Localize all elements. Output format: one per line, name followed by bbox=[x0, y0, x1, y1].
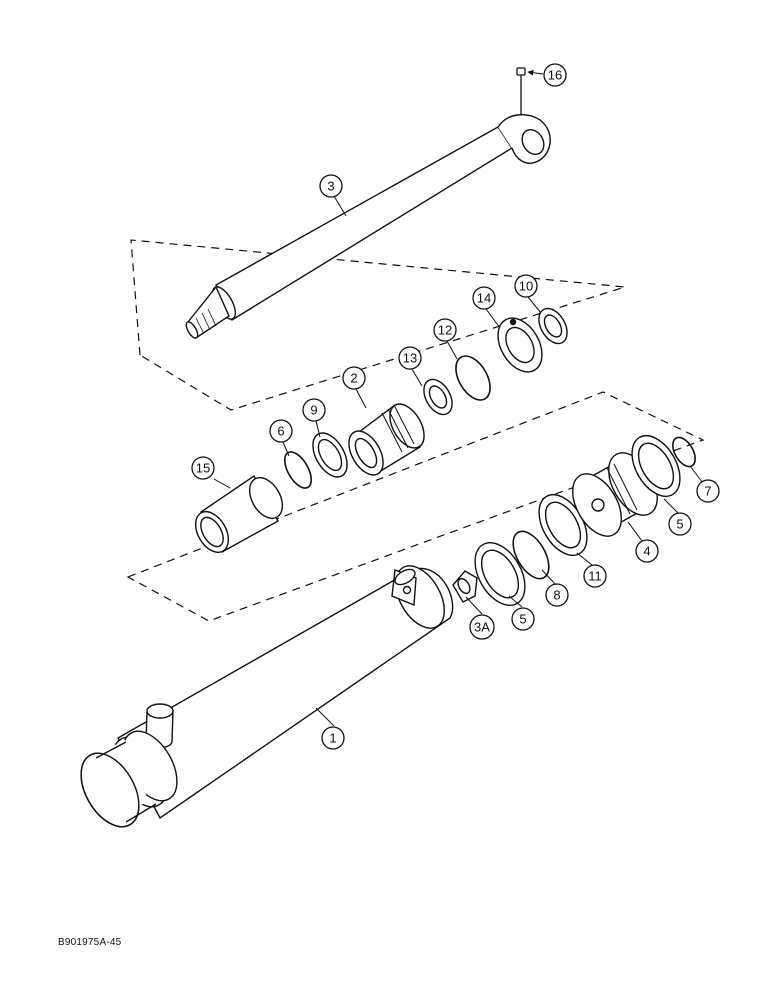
callout-12-label: 12 bbox=[438, 323, 452, 338]
upper-kit-outline bbox=[130, 239, 626, 411]
callout-12: 12 bbox=[433, 318, 457, 342]
cylinder-barrel-part bbox=[80, 565, 454, 828]
gland-part bbox=[348, 403, 425, 476]
callout-16-label: 16 bbox=[548, 68, 562, 83]
backup-ring-5-right-part bbox=[631, 435, 681, 497]
leader-lines bbox=[213, 69, 704, 727]
callout-8-label: 8 bbox=[553, 588, 560, 603]
o-ring-12-part bbox=[455, 355, 491, 401]
callout-15: 15 bbox=[191, 456, 215, 480]
callout-10-label: 10 bbox=[519, 279, 533, 294]
callout-10: 10 bbox=[514, 274, 538, 298]
callout-7: 7 bbox=[696, 479, 720, 503]
callout-14: 14 bbox=[472, 286, 496, 310]
callout-3: 3 bbox=[319, 174, 343, 198]
callout-9-label: 9 bbox=[310, 403, 317, 418]
backup-ring-5-left-part bbox=[474, 542, 526, 606]
callout-8: 8 bbox=[545, 583, 569, 607]
callout-7-label: 7 bbox=[704, 484, 711, 499]
o-ring-6-part bbox=[283, 451, 313, 489]
callout-6-label: 6 bbox=[277, 424, 284, 439]
lock-nut-part bbox=[452, 570, 478, 603]
callout-13: 13 bbox=[398, 346, 422, 370]
o-ring-7-part bbox=[672, 436, 696, 468]
callout-5-right: 5 bbox=[668, 512, 692, 536]
wiper-seal-part bbox=[538, 307, 568, 345]
bushing-tube-part bbox=[194, 474, 284, 553]
callout-3a-label: 3A bbox=[474, 620, 490, 635]
callout-4: 4 bbox=[635, 539, 659, 563]
callout-3a: 3A bbox=[469, 614, 495, 640]
callout-16: 16 bbox=[543, 63, 567, 87]
callout-15-label: 15 bbox=[196, 461, 210, 476]
callout-6: 6 bbox=[269, 419, 293, 443]
callout-5-left-label: 5 bbox=[519, 612, 526, 627]
piston-rod-part bbox=[185, 114, 551, 340]
figure-reference-code: B901975A-45 bbox=[58, 937, 122, 948]
callout-13-label: 13 bbox=[403, 351, 417, 366]
callout-11: 11 bbox=[583, 564, 607, 588]
seal-13-part bbox=[423, 378, 453, 416]
callout-3-label: 3 bbox=[327, 179, 334, 194]
backup-ring-9-part bbox=[312, 432, 348, 478]
callout-9: 9 bbox=[302, 398, 326, 422]
callout-2-label: 2 bbox=[350, 371, 357, 386]
callout-11-label: 11 bbox=[588, 569, 602, 584]
callout-5-right-label: 5 bbox=[676, 517, 683, 532]
seal-11-part bbox=[538, 494, 588, 556]
callout-2: 2 bbox=[342, 366, 366, 390]
callout-1-label: 1 bbox=[329, 731, 336, 746]
callout-1: 1 bbox=[321, 726, 345, 750]
lower-kit-outline bbox=[126, 391, 705, 622]
callout-4-label: 4 bbox=[643, 544, 650, 559]
callout-14-label: 14 bbox=[477, 291, 491, 306]
o-ring-8-part bbox=[512, 530, 550, 580]
retaining-nut-part bbox=[497, 317, 543, 373]
callout-5-left: 5 bbox=[511, 607, 535, 631]
